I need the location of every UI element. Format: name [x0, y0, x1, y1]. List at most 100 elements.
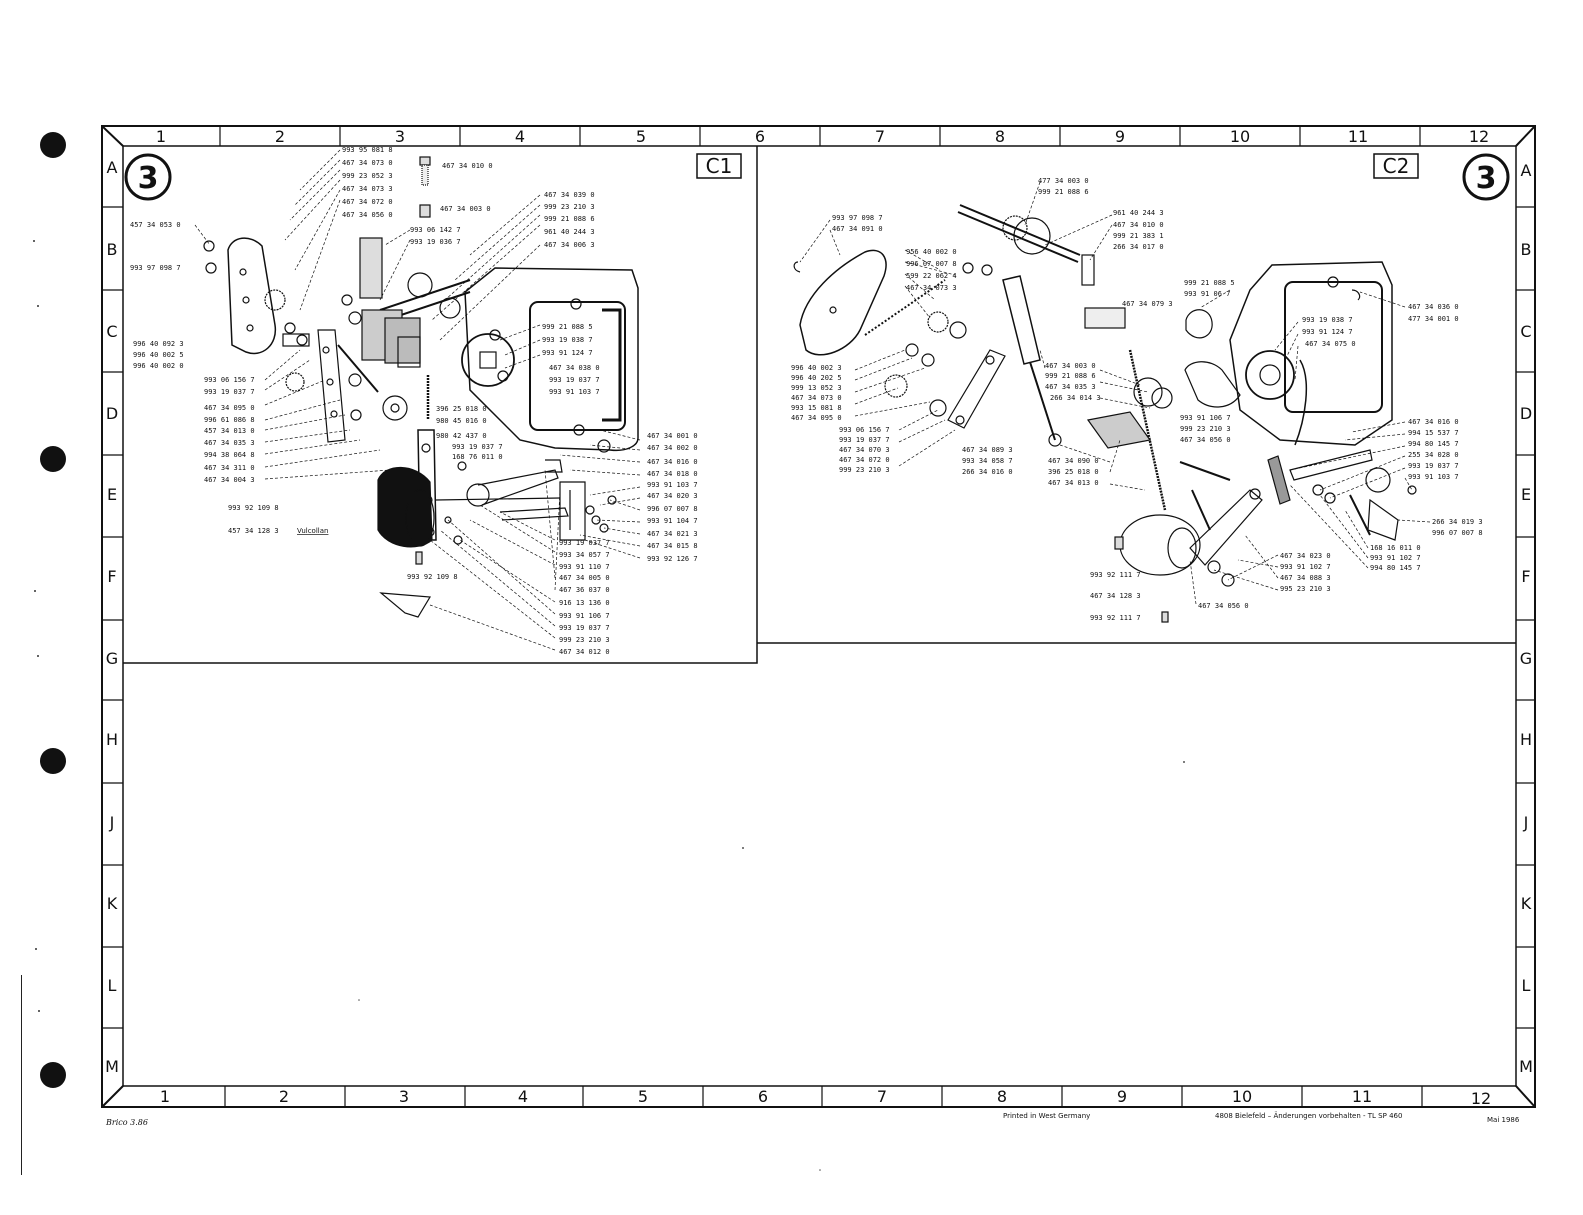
punch-hole-4	[40, 1062, 66, 1088]
row-label: H	[1520, 730, 1532, 749]
row-label: D	[106, 404, 118, 423]
part-number: 993 92 109 8	[407, 573, 458, 581]
part-number: 993 19 037 7	[204, 388, 255, 396]
panel-label-c1: C1	[696, 153, 742, 179]
part-number: 996 40 002 5	[133, 351, 184, 359]
part-number: 467 34 018 0	[647, 470, 698, 478]
part-number: 467 34 016 0	[647, 458, 698, 466]
row-label: M	[1519, 1057, 1533, 1076]
part-number: 994 80 145 7	[1370, 564, 1421, 572]
part-number: 266 34 019 3	[1432, 518, 1483, 526]
col-label: 11	[1352, 1087, 1372, 1106]
part-number: 467 34 073 3	[342, 185, 393, 193]
col-label: 1	[156, 127, 166, 146]
column-labels-bottom: 1 2 3 4 5 6 7 8 9 10 11 12	[160, 1087, 1491, 1108]
part-number: 993 19 038 7	[542, 336, 593, 344]
row-label: E	[107, 485, 117, 504]
part-number: 996 07 007 8	[647, 505, 698, 513]
col-label: 5	[636, 127, 646, 146]
part-number: 457 34 013 0	[204, 427, 255, 435]
part-number: 467 34 311 0	[204, 464, 255, 472]
part-number: 467 34 010 0	[1113, 221, 1164, 229]
part-number: 168 76 011 0	[452, 453, 503, 461]
part-number: 467 34 056 0	[342, 211, 393, 219]
part-number: 993 19 037 7	[549, 376, 600, 384]
part-number: 467 34 072 0	[342, 198, 393, 206]
panel-borders	[123, 146, 1516, 664]
part-number: 996 40 092 3	[133, 340, 184, 348]
part-number: 996 40 202 5	[791, 374, 842, 382]
part-number: 467 34 003 0	[440, 205, 491, 213]
row-label: M	[105, 1057, 119, 1076]
part-number: 599 22 062 4	[906, 272, 957, 280]
part-number: 993 15 081 8	[791, 404, 842, 412]
c1-part-numbers: 993 95 081 8 467 34 073 0 999 23 052 3 4…	[130, 146, 698, 656]
col-label: 6	[758, 1087, 768, 1106]
part-number: 396 25 018 0	[1048, 468, 1099, 476]
part-number: 996 07 007 8	[1432, 529, 1483, 537]
part-number: 999 21 088 5	[542, 323, 593, 331]
punch-hole-1	[40, 132, 66, 158]
vulcollan-label: Vulcollan	[297, 527, 328, 535]
part-number: 467 36 037 0	[559, 586, 610, 594]
part-number: 467 34 010 0	[442, 162, 493, 170]
punch-hole-3	[40, 748, 66, 774]
part-number: 993 91 106 7	[559, 612, 610, 620]
part-number: 993 19 037 7	[452, 443, 503, 451]
part-number: 467 34 012 0	[559, 648, 610, 656]
part-number: 999 23 210 3	[544, 203, 595, 211]
part-number: 993 91 102 7	[1280, 563, 1331, 571]
binding-line	[21, 975, 22, 1175]
part-number: 993 92 126 7	[647, 555, 698, 563]
part-number: 467 34 021 3	[647, 530, 698, 538]
row-ticks	[102, 206, 1535, 1029]
column-ticks	[219, 126, 1423, 1107]
part-number: 993 91 06 7	[1184, 290, 1230, 298]
part-number: 467 34 005 0	[559, 574, 610, 582]
part-number: 961 40 244 3	[544, 228, 595, 236]
part-number: 995 23 210 3	[1280, 585, 1331, 593]
col-label: 10	[1230, 127, 1250, 146]
part-number: 993 91 106 7	[1180, 414, 1231, 422]
part-number: 467 34 073 0	[342, 159, 393, 167]
part-number: 467 34 075 0	[1305, 340, 1356, 348]
part-number: 467 34 090 0	[1048, 457, 1099, 465]
part-number: 993 34 058 7	[962, 457, 1013, 465]
part-number: 396 25 018 0	[436, 405, 487, 413]
part-number: 467 34 020 3	[647, 492, 698, 500]
part-number: 467 34 073 0	[791, 394, 842, 402]
col-label: 1	[160, 1087, 170, 1106]
speck	[34, 590, 36, 592]
part-number: 999 21 383 1	[1113, 232, 1164, 240]
footer-note: 4808 Bielefeld – Änderungen vorbehalten …	[1215, 1111, 1402, 1120]
row-label: C	[1520, 322, 1531, 341]
col-label: 8	[995, 127, 1005, 146]
row-label: G	[106, 649, 118, 668]
row-label: E	[1521, 485, 1531, 504]
part-number: 993 92 111 7	[1090, 571, 1141, 579]
part-number: 993 06 142 7	[410, 226, 461, 234]
part-number: 999 21 088 6	[544, 215, 595, 223]
part-number: 467 34 023 0	[1280, 552, 1331, 560]
footer-left: Brico 3.86	[105, 1118, 148, 1127]
stray-marks	[358, 761, 1185, 1171]
part-number: 993 91 124 7	[542, 349, 593, 357]
part-number: 999 13 052 3	[791, 384, 842, 392]
part-number: 255 34 028 0	[1408, 451, 1459, 459]
col-label: 7	[875, 127, 885, 146]
speck	[37, 655, 39, 657]
col-label: 8	[997, 1087, 1007, 1106]
row-label: J	[1523, 813, 1529, 832]
row-label: H	[106, 730, 118, 749]
c1-label: C1	[706, 154, 733, 178]
part-number: 993 91 102 7	[1370, 554, 1421, 562]
part-number: 467 34 128 3	[1090, 592, 1141, 600]
part-number: 993 95 081 8	[342, 146, 393, 154]
part-number: 993 97 098 7	[832, 214, 883, 222]
row-label: B	[107, 240, 118, 259]
footer: Brico 3.86 Printed in West Germany 4808 …	[105, 1111, 1520, 1127]
part-number: 467 34 079 3	[1122, 300, 1173, 308]
row-label: F	[1521, 567, 1530, 586]
part-number: 993 91 103 7	[549, 388, 600, 396]
part-number: 993 19 037 7	[559, 624, 610, 632]
